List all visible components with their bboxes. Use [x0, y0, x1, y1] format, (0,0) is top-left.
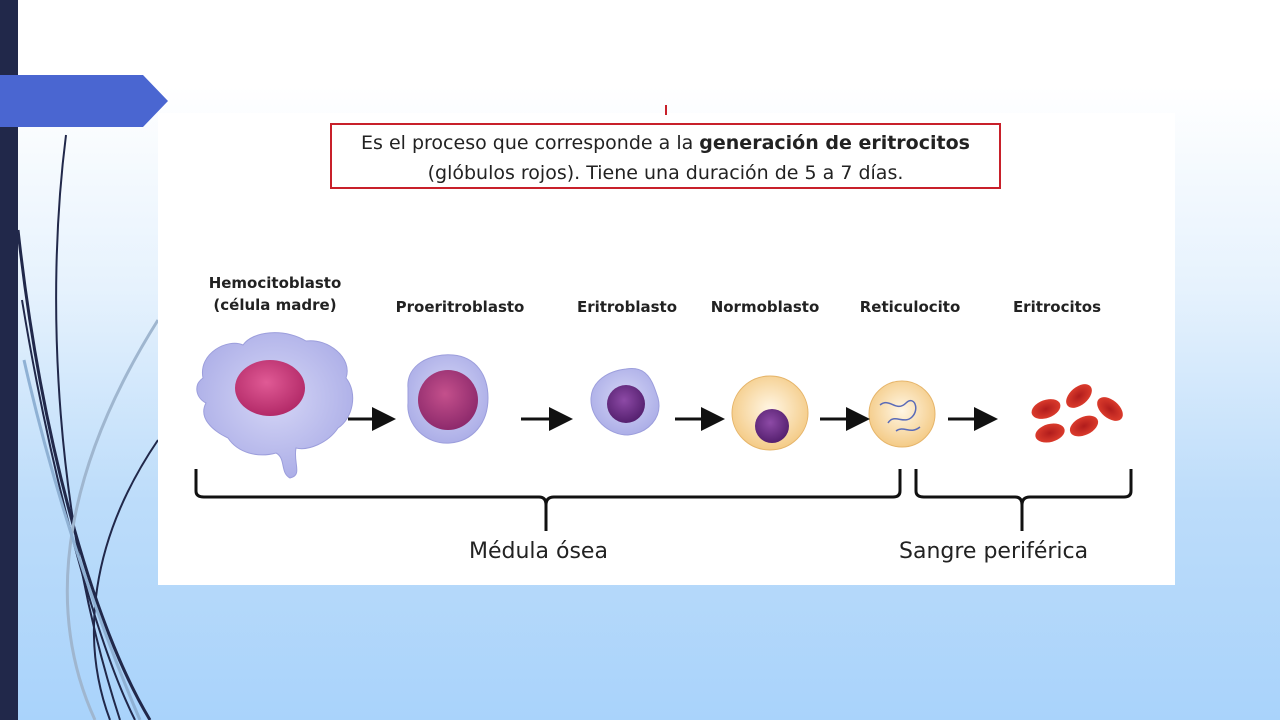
bone-marrow-label: Médula ósea: [469, 539, 608, 564]
stage-label-hemocitoblasto: Hemocitoblasto (célula madre): [200, 272, 350, 316]
bone-marrow-brace: [194, 469, 902, 531]
red-tick-mark: [665, 105, 667, 115]
normoblasto-cell: [731, 375, 809, 451]
eritroblasto-cell: [590, 367, 660, 436]
stage-label-eritroblasto: Eritroblasto: [576, 298, 678, 316]
peripheral-blood-label: Sangre periférica: [899, 539, 1089, 564]
hemocitoblasto-nucleus: [235, 360, 305, 416]
cell-diagram: [194, 332, 1133, 531]
stage-label-proeritroblasto: Proeritroblasto: [395, 298, 525, 316]
hemocitoblasto-cell: [196, 332, 354, 479]
stage-name: Hemocitoblasto: [208, 274, 342, 292]
definition-box: Es el proceso que corresponde a la gener…: [330, 123, 1001, 189]
stage-label-reticulocito: Reticulocito: [859, 298, 961, 316]
eritroblasto-nucleus: [607, 385, 645, 423]
erythropoiesis-figure: Es el proceso que corresponde a la gener…: [158, 105, 1175, 585]
stage-label-normoblasto: Normoblasto: [710, 298, 820, 316]
stage-subtitle: (célula madre): [213, 296, 337, 314]
reticulum-strands: [879, 399, 921, 432]
title-banner-shape: [0, 75, 168, 127]
normoblasto-nucleus: [755, 409, 789, 443]
stage-label-eritrocitos: Eritrocitos: [1012, 298, 1102, 316]
proeritroblasto-cell: [407, 354, 489, 444]
eritrocitos-cells: [1031, 384, 1123, 443]
decorative-swoosh-lines: [16, 134, 160, 720]
definition-bold-text: generación de eritrocitos: [699, 132, 970, 154]
proeritroblasto-nucleus: [418, 370, 478, 430]
definition-line-2: (glóbulos rojos). Tiene una duración de …: [427, 162, 904, 184]
definition-text: Es el proceso que corresponde a la: [361, 132, 700, 154]
left-sidebar-bar: [0, 0, 18, 720]
peripheral-blood-brace: [914, 469, 1133, 531]
definition-line-1: Es el proceso que corresponde a la gener…: [332, 128, 999, 158]
reticulocito-cell: [868, 380, 936, 448]
